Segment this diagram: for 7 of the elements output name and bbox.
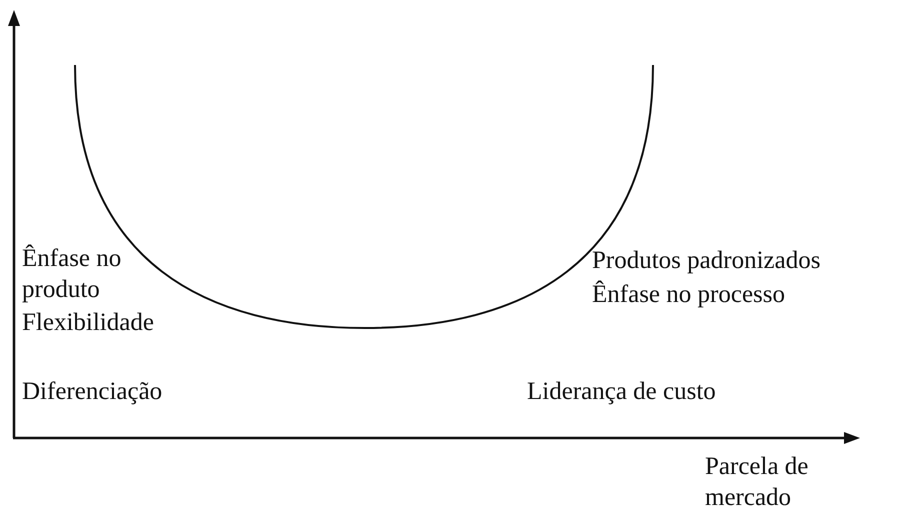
axis-label: Liderança de custo	[527, 377, 716, 407]
axis-label: Ênfase no produto	[22, 244, 122, 305]
axis-label: Ênfase no processo	[592, 280, 785, 310]
axis-label: Produtos padronizados	[592, 246, 820, 276]
axis-label: Flexibilidade	[22, 308, 154, 338]
axis-label: Diferenciação	[22, 377, 162, 407]
axis-title: Parcela de mercado	[705, 452, 810, 507]
